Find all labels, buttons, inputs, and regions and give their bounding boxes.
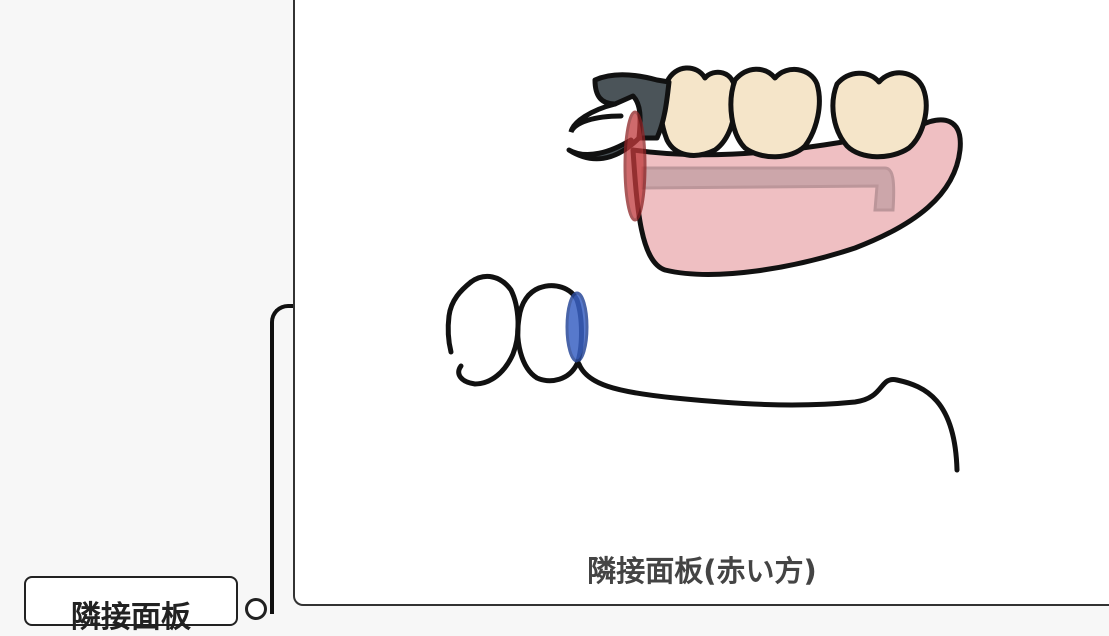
clasp-icon [592,72,672,141]
tooth-icon [830,70,929,160]
tooth-icon [658,65,738,158]
dental-illustration [445,65,963,473]
denture-base-outline [576,361,960,473]
tooth-outline-shape [445,279,474,355]
image-preview-card: 隣接面板(赤い方) [293,0,1109,606]
node-expand-handle[interactable] [245,598,267,620]
mindmap-node[interactable]: 隣接面板 [24,576,238,635]
mindmap-connector-line [270,304,310,614]
image-caption: 隣接面板(赤い方) [587,554,817,588]
tooth-outline-shape [456,273,521,387]
connector-bar-shape [641,166,896,212]
mindmap-node-label: 隣接面板 [71,600,191,635]
clasp-arm-shape [568,101,624,134]
plate-marker-icon [623,110,647,222]
plate-marker-icon [565,291,589,363]
tooth-icon [728,66,822,160]
